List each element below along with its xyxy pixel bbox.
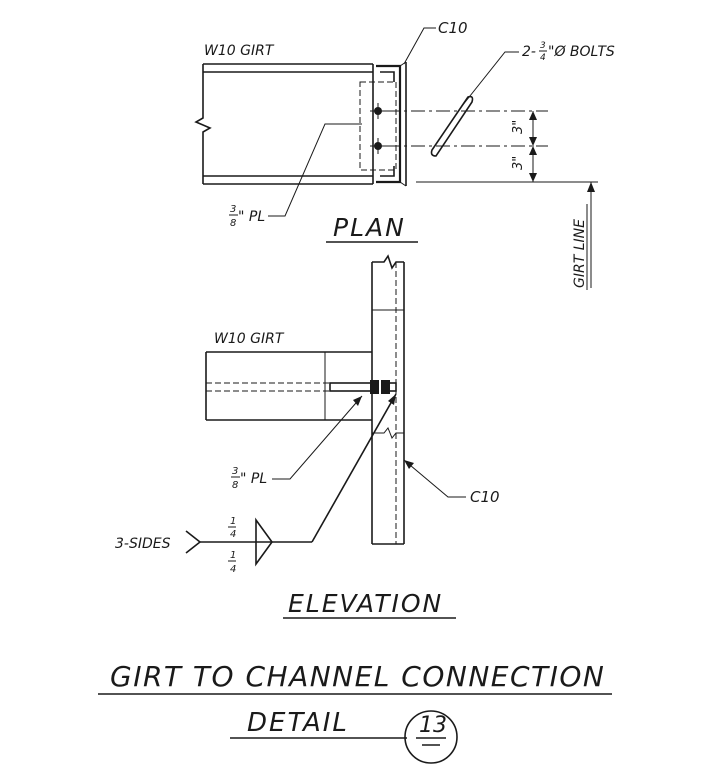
detail-number-circle: [404, 710, 458, 764]
weld-fillet-symbol: [255, 517, 273, 567]
plan-break-line: [194, 64, 212, 184]
elevation-view: W10 GIRT 3 8 " PL C10 3-SIDES 1 4 1 4 EL…: [115, 254, 500, 619]
elev-pl-arrow: [353, 396, 362, 406]
elev-c10-label: C10: [470, 488, 500, 506]
plan-c10-label: C10: [438, 19, 468, 37]
plan-title: PLAN: [333, 213, 406, 242]
elev-pl-label-suffix: " PL: [240, 471, 267, 487]
elev-plate: [329, 382, 397, 392]
elev-pl-frac-den: 8: [232, 480, 238, 491]
plan-bolt-symbol: [430, 95, 474, 157]
weld-bot-den: 4: [230, 564, 236, 575]
girt-line-arrow: [587, 182, 595, 192]
plan-view: 3" 3" GIRT LINE C10 2- 3 4 "Ø BOLTS W10 …: [194, 19, 615, 290]
plan-dim-lower-label: 3": [511, 156, 526, 170]
bolts-label-suffix: "Ø BOLTS: [548, 44, 615, 60]
plan-dim-arrow-3: [529, 146, 537, 155]
plan-c10-leader: [403, 27, 436, 65]
weld-bot-num: 1: [230, 550, 236, 561]
plan-channel-web: [376, 64, 402, 184]
elev-c10-leader: [403, 459, 466, 498]
bolts-label-prefix: 2-: [522, 44, 536, 60]
elev-pl-frac-num: 3: [232, 466, 238, 477]
plan-pl-leader: [268, 123, 362, 217]
weld-arrow-leader: [311, 393, 397, 543]
plan-pl-frac-den: 8: [230, 218, 236, 229]
plan-dim-arrow-2: [529, 137, 537, 146]
main-title: GIRT TO CHANNEL CONNECTION: [110, 660, 605, 693]
bolts-frac-num: 3: [540, 41, 546, 51]
weld-tail: [185, 530, 202, 554]
elev-channel-break-top: [372, 254, 404, 270]
weld-three-sides-label: 3-SIDES: [115, 536, 171, 552]
title-block: GIRT TO CHANNEL CONNECTION DETAIL 13: [98, 660, 612, 764]
bolts-leader: [461, 51, 519, 107]
bolts-label-group: 2-: [522, 44, 536, 60]
elevation-title: ELEVATION: [288, 589, 443, 618]
plan-pl-frac-num: 3: [230, 204, 236, 215]
plan-dim-upper-label: 3": [511, 120, 526, 134]
plan-w10-girt-label: W10 GIRT: [204, 43, 275, 59]
elev-w10-girt-label: W10 GIRT: [214, 331, 285, 347]
elev-c10-arrow: [404, 460, 414, 469]
bolts-frac-den: 4: [540, 53, 546, 63]
girt-line-label: GIRT LINE: [572, 219, 588, 288]
elev-pl-leader: [272, 395, 363, 480]
plan-dim-arrow-1: [529, 111, 537, 120]
weld-top-den: 4: [230, 529, 236, 540]
weld-arrow-head: [388, 394, 396, 405]
elev-channel-mark-2: [372, 427, 404, 439]
detail-number: 13: [419, 713, 447, 738]
plan-plate-outline: [359, 81, 397, 171]
plan-channel-flange-top: [380, 71, 395, 82]
plan-channel-flange-bottom: [380, 166, 395, 177]
weld-top-num: 1: [230, 516, 236, 527]
plan-pl-label-suffix: " PL: [238, 209, 265, 225]
detail-word: DETAIL: [247, 708, 349, 738]
plan-dim-arrow-4: [529, 173, 537, 182]
plan-channel-corner-bottom: [399, 181, 407, 187]
